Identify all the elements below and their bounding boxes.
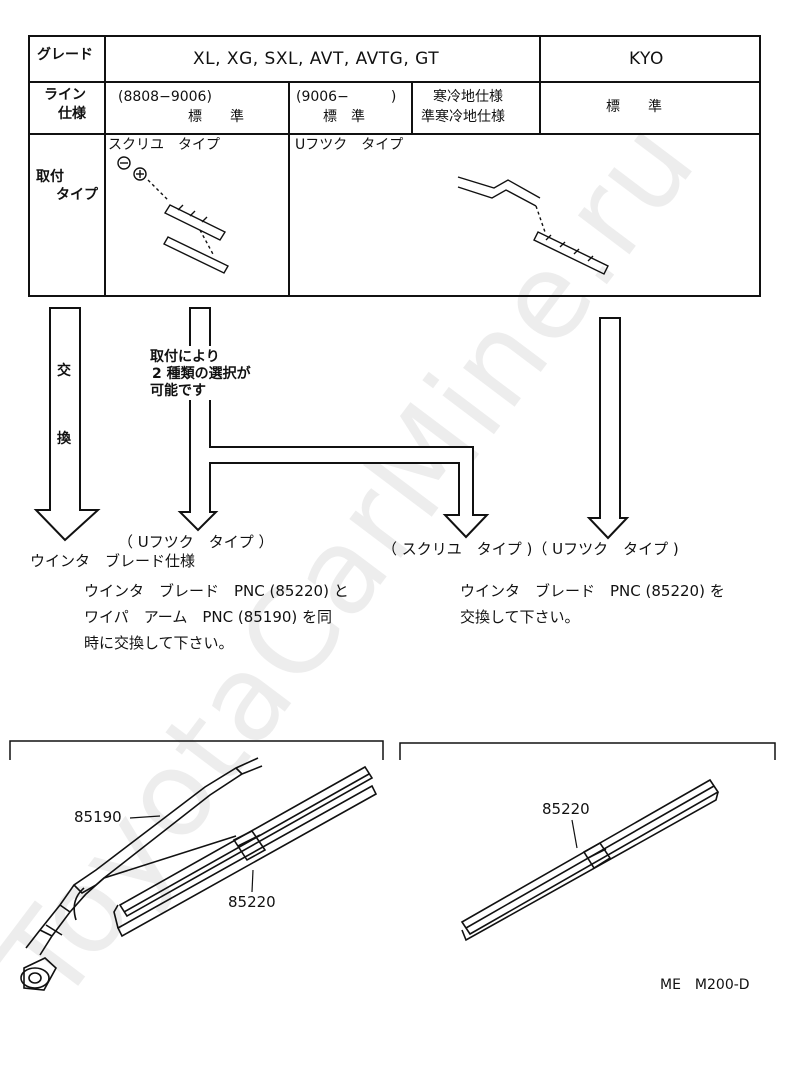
figure-code: ME M200-D xyxy=(660,977,750,993)
note-left-1: ウインタ ブレード PNC (85220) と xyxy=(84,582,349,600)
screw-type-label: スクリユ タイプ xyxy=(108,137,220,153)
note-left-3: 時に交換して下さい。 xyxy=(84,634,234,652)
choice-line-3: 可能です xyxy=(150,383,206,399)
pnc-blade-left: 85220 xyxy=(228,893,276,911)
wiper-blade-left-drawing xyxy=(103,765,378,938)
pnc-arm: 85190 xyxy=(74,808,122,826)
note-right-1: ウインタ ブレード PNC (85220) を xyxy=(460,582,725,600)
exchange-char-1: 交 xyxy=(57,363,71,379)
choice-line-1: 取付により xyxy=(150,349,220,365)
mount-label-1: 取付 xyxy=(36,169,64,185)
note-right-2: 交換して下さい。 xyxy=(460,608,580,626)
line-label-1: ライン xyxy=(44,87,86,103)
standard-kyo: 標 準 xyxy=(606,99,662,115)
uhook-type-label: Uフツク タイプ xyxy=(295,137,404,153)
cold-spec: 寒冷地仕様 xyxy=(433,89,503,105)
mount-label-2: タイプ xyxy=(56,187,98,203)
screw-type-drawing xyxy=(117,156,229,274)
standard-1: 標 準 xyxy=(188,109,244,125)
grade-label: グレード xyxy=(37,47,93,63)
screw-uhook-label: （ スクリユ タイプ )（ Uフツク タイプ ) xyxy=(382,540,679,558)
exchange-char-2: 換 xyxy=(57,431,71,447)
period-2: (9006− ) xyxy=(296,89,397,105)
table-frame xyxy=(28,35,761,297)
grade-main: XL, XG, SXL, AVT, AVTG, GT xyxy=(193,49,440,69)
semi-cold-spec: 準寒冷地仕様 xyxy=(421,109,505,125)
wiper-blade-right-drawing xyxy=(460,778,720,942)
kyo-arrow xyxy=(586,317,630,540)
wiper-arm-drawing xyxy=(20,757,263,991)
choice-line-2: 2 種類の選択が xyxy=(152,366,251,382)
exchange-arrow xyxy=(33,307,101,542)
choice-arrow xyxy=(177,307,490,539)
uhook-paren-label: （ Uフツク タイプ ） xyxy=(118,533,274,551)
pnc-blade-right: 85220 xyxy=(542,800,590,818)
uhook-type-drawing xyxy=(457,176,609,275)
period-1: (8808−9006) xyxy=(118,89,212,105)
winter-blade-label: ウインタ ブレード仕様 xyxy=(30,552,196,570)
line-label-2: 仕様 xyxy=(58,106,86,122)
note-left-2: ワイパ アーム PNC (85190) を同 xyxy=(84,608,333,626)
grade-kyo: KYO xyxy=(629,49,664,69)
standard-2: 標 準 xyxy=(323,109,365,125)
